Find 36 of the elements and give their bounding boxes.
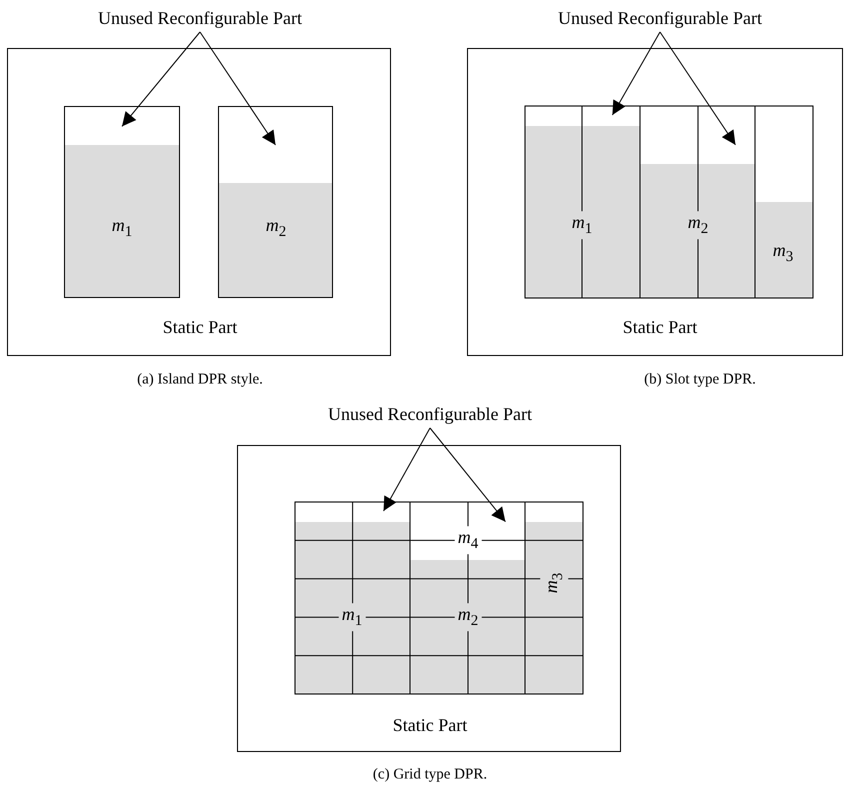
module-label: m$_{4}$	[454, 526, 482, 554]
region-label: Static Part	[392, 714, 468, 736]
module-region	[525, 502, 583, 694]
module-label: m$_{1}$	[338, 603, 366, 631]
static-region	[7, 48, 391, 356]
leader-arrow	[612, 32, 660, 116]
leader-arrow	[660, 32, 736, 146]
module-region	[295, 502, 410, 694]
figure-caption: (a) Island DPR style.	[137, 372, 263, 388]
module-region	[64, 106, 180, 298]
static-region	[237, 445, 621, 752]
unused-region	[640, 106, 755, 164]
figure-caption: (c) Grid type DPR.	[372, 766, 488, 784]
module-region	[525, 106, 640, 298]
module-region	[755, 106, 813, 298]
static-region	[467, 48, 843, 356]
region-label: Static Part	[162, 316, 238, 338]
leader-arrow	[430, 428, 506, 522]
region-label: Static Part	[622, 316, 698, 338]
figure-caption: (b) Slot type DPR.	[644, 372, 756, 388]
leader-arrow	[200, 32, 276, 146]
unused-region	[755, 106, 813, 202]
leader-arrow	[383, 428, 430, 512]
unused-region	[295, 502, 410, 522]
module-region	[410, 560, 525, 694]
module-region	[640, 106, 755, 298]
unused-region	[219, 107, 332, 183]
annotation-label: Unused Reconfigurable Part	[550, 4, 770, 32]
module-region	[218, 106, 333, 298]
unused-region	[525, 502, 583, 522]
annotation-label: Unused Reconfigurable Part	[320, 400, 540, 428]
unused-region	[65, 107, 179, 145]
annotation-label: Unused Reconfigurable Part	[90, 4, 310, 32]
module-label: m$_{2}$	[454, 603, 482, 631]
leader-arrow	[122, 32, 200, 127]
unused-region	[525, 106, 640, 126]
